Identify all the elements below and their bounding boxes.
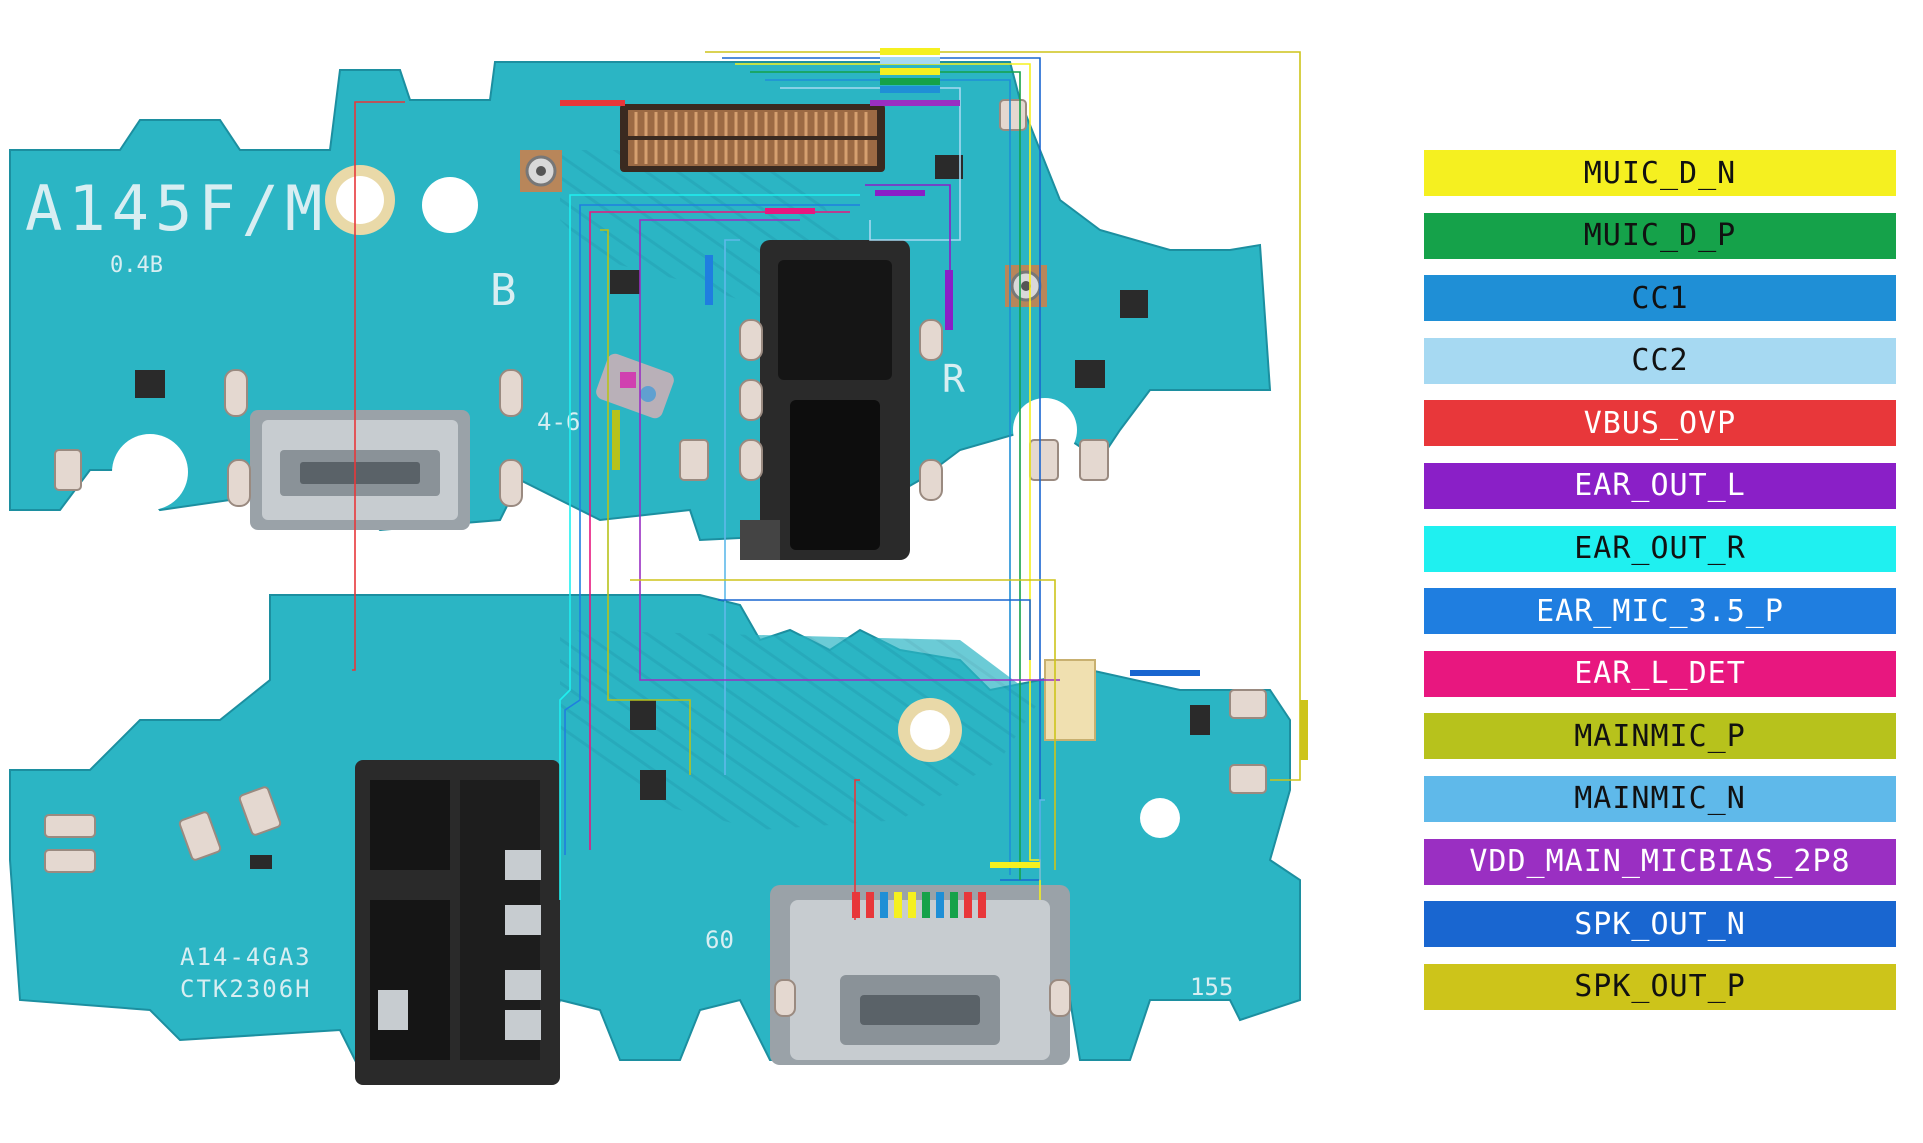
legend-label: MAINMIC_N xyxy=(1574,781,1746,817)
net-tags xyxy=(560,48,1308,868)
legend-label: MUIC_D_N xyxy=(1583,155,1737,191)
mount-hole xyxy=(422,177,478,233)
legend-label: CC1 xyxy=(1631,280,1689,316)
mark-155: 155 xyxy=(1190,973,1233,1001)
legend-ear-out-r: EAR_OUT_R xyxy=(1424,525,1896,572)
legend-spk-out-n: SPK_OUT_N xyxy=(1424,901,1896,948)
top-model-label: A145F/M xyxy=(25,172,328,245)
mark-b: B xyxy=(490,265,517,316)
legend-label: VDD_MAIN_MICBIAS_2P8 xyxy=(1469,844,1851,880)
usb-c-port xyxy=(250,410,470,530)
mark-46: 4-6 xyxy=(537,408,580,436)
legend-label: EAR_L_DET xyxy=(1574,656,1746,692)
legend-label: EAR_MIC_3.5_P xyxy=(1536,593,1784,629)
mark-r: R xyxy=(942,357,965,401)
legend-cc2: CC2 xyxy=(1424,337,1896,384)
legend-label: EAR_OUT_L xyxy=(1574,468,1746,504)
bottom-code-label: CTK2306H xyxy=(180,975,312,1003)
legend-label: EAR_OUT_R xyxy=(1574,531,1746,567)
antenna-connector xyxy=(520,150,562,192)
legend-label: VBUS_OVP xyxy=(1583,405,1737,441)
top-version-label: 0.4B xyxy=(110,253,163,278)
bottom-board: A14-4GA3 CTK2306H 60 155 xyxy=(9,594,1301,1085)
bottom-model-label: A14-4GA3 xyxy=(180,943,312,971)
legend-label: SPK_OUT_N xyxy=(1574,906,1746,942)
signal-legend: MUIC_D_N MUIC_D_P CC1 CC2 VBUS_OVP EAR_O… xyxy=(1424,150,1896,1026)
legend-ear-out-l: EAR_OUT_L xyxy=(1424,462,1896,509)
legend-ear-l-det: EAR_L_DET xyxy=(1424,650,1896,697)
legend-muic-d-n: MUIC_D_N xyxy=(1424,150,1896,196)
legend-label: CC2 xyxy=(1631,343,1689,379)
legend-spk-out-p: SPK_OUT_P xyxy=(1424,963,1896,1010)
legend-mainmic-p: MAINMIC_P xyxy=(1424,713,1896,760)
board-connector xyxy=(620,104,885,172)
legend-label: MAINMIC_P xyxy=(1574,718,1746,754)
legend-ear-mic-3-5-p: EAR_MIC_3.5_P xyxy=(1424,588,1896,635)
legend-muic-d-p: MUIC_D_P xyxy=(1424,212,1896,259)
mic-module xyxy=(1044,659,1096,741)
usb-c-port xyxy=(770,885,1070,1065)
legend-mainmic-n: MAINMIC_N xyxy=(1424,775,1896,822)
legend-label: MUIC_D_P xyxy=(1583,218,1737,254)
sensor-chip xyxy=(596,353,674,419)
mark-60: 60 xyxy=(705,926,734,954)
audio-jack xyxy=(740,240,910,560)
legend-vbus-ovp: VBUS_OVP xyxy=(1424,400,1896,447)
legend-vdd-main-micbias-2p8: VDD_MAIN_MICBIAS_2P8 xyxy=(1424,838,1896,885)
legend-label: SPK_OUT_P xyxy=(1574,969,1746,1005)
legend-cc1: CC1 xyxy=(1424,275,1896,322)
audio-jack xyxy=(355,760,560,1085)
